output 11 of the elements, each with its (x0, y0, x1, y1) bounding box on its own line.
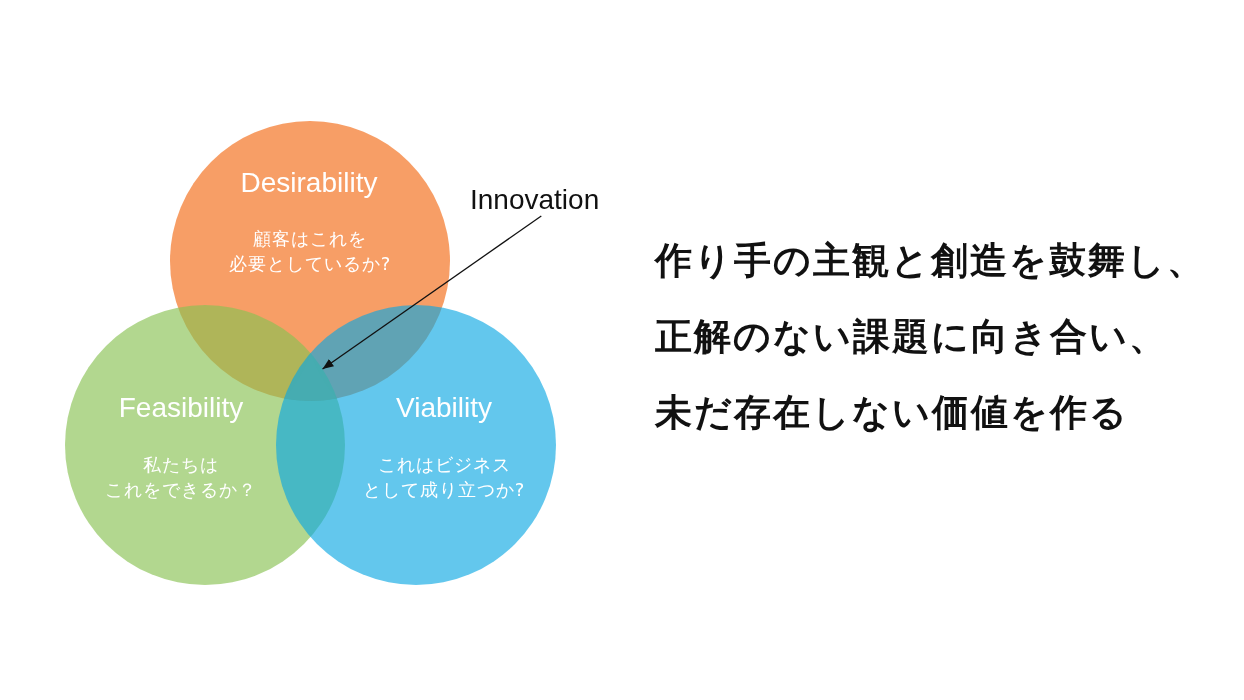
callout-label: Innovation (470, 184, 600, 216)
tagline-text: 正解のない課題に向き合い、 (655, 315, 1168, 359)
tagline-text: 未だ存在しない価値を作る (655, 391, 1129, 435)
tagline-text: 作り手の主観と創造を鼓舞し、 (655, 239, 1206, 283)
circle-heading: Feasibility (118, 392, 244, 424)
leader-arrow (321, 215, 542, 370)
circle-question: これはビジネスとして成り立つか? (362, 453, 526, 502)
circle-heading: Desirability (240, 167, 378, 199)
circle-heading: Viability (396, 392, 492, 424)
circle-question: 私たちはこれをできるか？ (105, 453, 257, 502)
circle-question: 顧客はこれを必要としているか? (228, 227, 392, 276)
